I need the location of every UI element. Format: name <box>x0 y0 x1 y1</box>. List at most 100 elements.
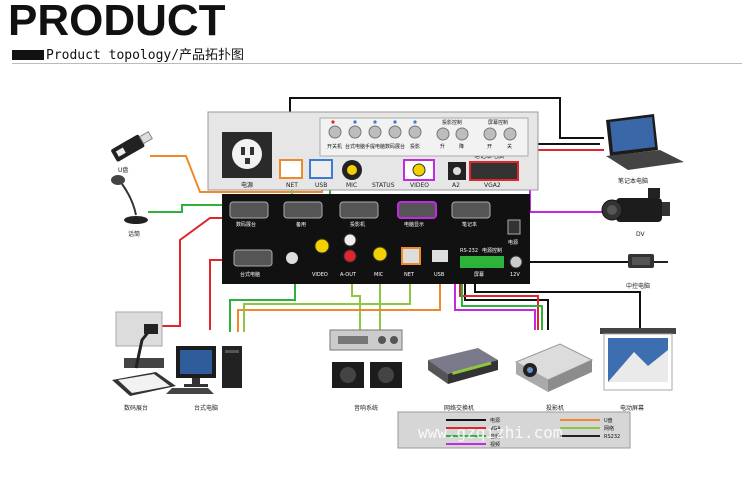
led-4 <box>393 120 397 124</box>
control-pc-label: 中控电脑 <box>626 282 650 290</box>
microphone-icon <box>111 175 148 224</box>
legend-label-vga: VGA <box>490 426 501 432</box>
video-jack <box>412 163 426 177</box>
usb-disk-icon <box>111 130 153 162</box>
vga-laptop <box>451 201 491 219</box>
dv-camera-icon <box>601 188 670 222</box>
rs-label-1: 电源控制 <box>482 247 502 254</box>
desktop-pc-icon <box>166 346 242 394</box>
a2-jack <box>453 167 461 175</box>
page-title: PRODUCT <box>8 0 226 45</box>
button-label-3: 数码展台 <box>385 143 405 150</box>
back-power-label: 电源 <box>508 239 518 246</box>
front-panel: 电源 NET USB MIC STATUS VIDEO A2 笔记本电脑 VGA… <box>207 111 539 191</box>
group-label-screen: 屏幕控制 <box>488 119 508 126</box>
vga-label-1: 备用 <box>296 221 306 228</box>
vga-label-2: 投影机 <box>350 221 365 228</box>
btn-up[interactable] <box>436 127 450 141</box>
screen-icon <box>600 328 676 391</box>
vga-label-3: 电脑显示 <box>404 221 424 228</box>
led-5 <box>413 120 417 124</box>
net-rj45 <box>401 247 421 265</box>
led-3 <box>373 120 377 124</box>
dv-label: DV <box>636 231 646 238</box>
watermark: www.gzqizhi.com <box>418 423 563 442</box>
rs-label-2: 屏幕 <box>474 271 484 278</box>
microphone-label: 话筒 <box>128 230 140 238</box>
button-label-1: 台式电脑 <box>345 143 365 150</box>
led-1 <box>331 120 335 124</box>
btn-close[interactable] <box>503 127 517 141</box>
laptop-label: 笔记本电脑 <box>618 177 648 185</box>
document-camera-icon <box>112 311 176 396</box>
control-buttons <box>328 120 517 141</box>
socket-hole-1 <box>241 147 245 155</box>
port-label-desktop: 台式电脑 <box>240 271 260 278</box>
legend-label-rs232: RS232 <box>604 434 620 440</box>
button-label-4: 投影 <box>410 143 420 150</box>
page-subtitle: Product topology/产品拓扑图 <box>46 48 245 63</box>
status-label: STATUS <box>372 182 395 189</box>
back-panel: 数码展台 备用 投影机 电脑显示 笔记本 电源 台式电脑 VIDEO A-OUT… <box>222 194 530 284</box>
group-label-projector: 投影控制 <box>442 119 462 126</box>
terminal-block <box>460 256 504 268</box>
btn-desktop[interactable] <box>348 125 362 139</box>
btn-doc-camera[interactable] <box>388 125 402 139</box>
audio-jack-desktop <box>286 252 298 264</box>
vga2-port <box>469 161 519 181</box>
button-label-2: 手提电脑 <box>365 143 385 150</box>
btn-laptop[interactable] <box>368 125 382 139</box>
vga-projector <box>339 201 379 219</box>
port-label-aout: A-OUT <box>340 272 357 278</box>
usb-label: USB <box>315 182 327 189</box>
document-camera-label: 数码展台 <box>124 404 148 412</box>
vga2-label: VGA2 <box>484 182 501 189</box>
mic-label: MIC <box>346 182 357 189</box>
port-label-video: VIDEO <box>312 272 328 278</box>
aout-white-jack <box>343 233 357 247</box>
vga-spare <box>283 201 323 219</box>
audio-system-label: 音响系统 <box>354 404 378 412</box>
btn-down[interactable] <box>455 127 469 141</box>
legend-label-power: 电源 <box>490 417 500 424</box>
btn-power[interactable] <box>328 125 342 139</box>
video-label: VIDEO <box>410 182 429 189</box>
network-switch-label: 网络交换机 <box>444 404 474 412</box>
desktop-pc-label: 台式电脑 <box>194 404 218 412</box>
video-out-jack <box>314 238 330 254</box>
power-socket-face <box>232 139 262 169</box>
port-label-usb: USB <box>434 272 445 278</box>
port-label-mic: MIC <box>374 272 384 278</box>
port-label-net: NET <box>404 272 415 278</box>
aout-red-jack <box>343 249 357 263</box>
legend-label-video: 视频 <box>490 441 500 448</box>
vga-label-4: 笔记本 <box>462 221 477 228</box>
a2-label: A2 <box>452 182 460 189</box>
legend: 电源 VGA 音频 视频 U盘 网络 RS232 <box>397 411 631 449</box>
dc-label: 12V <box>510 272 520 278</box>
mic-jack-inner <box>347 165 357 175</box>
laptop-icon <box>606 114 684 170</box>
projector-label: 投影机 <box>546 404 564 412</box>
vga-display <box>397 201 437 219</box>
net-port <box>279 159 303 179</box>
header-rule <box>12 63 742 64</box>
legend-box <box>397 411 631 449</box>
btn-projection[interactable] <box>408 125 422 139</box>
usb-disk-label: U盘 <box>118 166 128 174</box>
net-label: NET <box>286 182 298 189</box>
button-label-6: 降 <box>459 143 464 150</box>
network-switch-icon <box>428 348 498 384</box>
usb-b-port <box>432 250 448 262</box>
btn-open[interactable] <box>483 127 497 141</box>
audio-system-icon <box>329 329 403 388</box>
wire-usb-desktop <box>237 260 441 332</box>
legend-label-usb: U盘 <box>604 417 613 424</box>
power-label: 电源 <box>241 181 253 189</box>
rs-label-0: RS-232 <box>460 248 478 254</box>
button-label-0: 开关机 <box>327 143 342 150</box>
mic-in-jack <box>372 246 388 262</box>
control-pc-icon <box>628 254 668 268</box>
screen-label: 电动屏幕 <box>620 404 644 412</box>
